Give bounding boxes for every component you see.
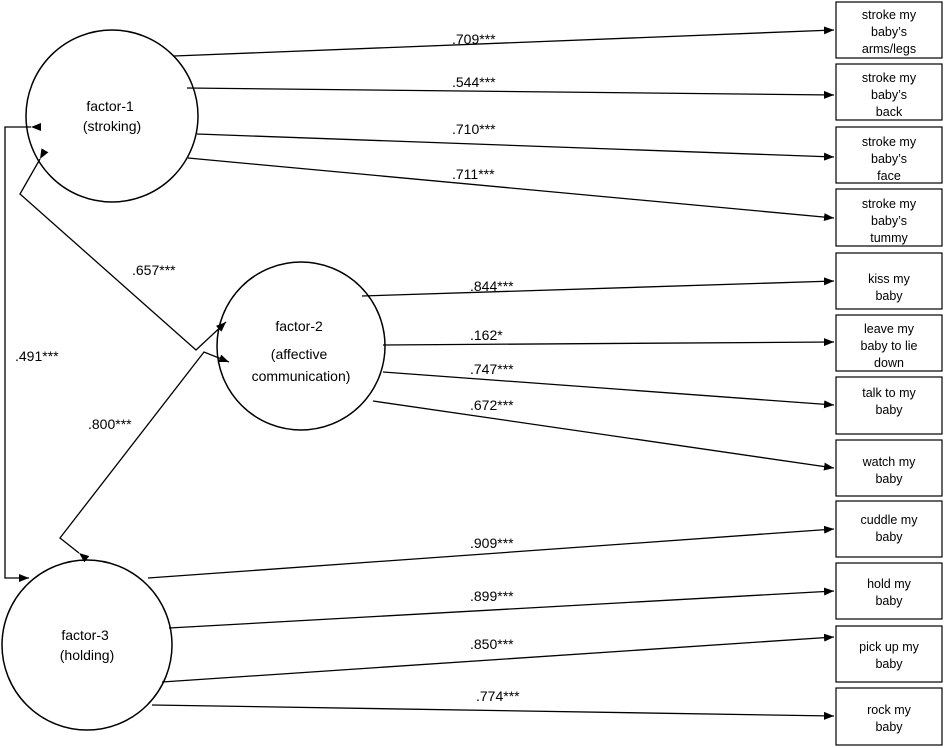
loading-label-6: .162* — [470, 327, 503, 343]
factor-1-label: factor-1 (stroking) — [83, 98, 141, 134]
loading-arrow-9 — [147, 525, 835, 579]
factor-3-label: factor-3 (holding) — [60, 627, 114, 663]
loading-arrow-10 — [168, 587, 835, 629]
loading-label-8: .672*** — [470, 397, 514, 413]
correlation-label-f1-f2: .657*** — [132, 262, 176, 278]
loading-arrow-11 — [161, 633, 835, 683]
loading-label-1: .709*** — [452, 31, 496, 47]
loading-arrow-3 — [196, 133, 835, 161]
loading-label-10: .899*** — [470, 588, 514, 604]
loading-arrow-6 — [382, 338, 835, 347]
correlation-label-f2-f3: .800*** — [88, 416, 132, 432]
loading-label-3: .710*** — [452, 121, 496, 137]
factor-2-circle — [216, 261, 386, 431]
loading-label-9: .909*** — [470, 535, 514, 551]
factor-1-circle — [25, 29, 199, 203]
loading-arrow-4 — [187, 157, 835, 222]
loading-arrow-2 — [186, 87, 835, 99]
correlation-path-f2-f3 — [59, 351, 230, 563]
loading-label-11: .850*** — [470, 636, 514, 652]
loading-label-7: .747*** — [470, 361, 514, 377]
loading-arrow-8 — [372, 400, 835, 471]
loading-arrow-7 — [382, 371, 835, 409]
loading-label-12: .774*** — [476, 688, 520, 704]
factor-2-label: factor-2 (affective communication) — [252, 318, 351, 384]
loading-label-5: .844*** — [470, 278, 514, 294]
loading-label-4: .711*** — [452, 166, 495, 182]
correlation-path-f1-f3 — [4, 123, 41, 582]
factor-3-circle — [1, 559, 173, 731]
loading-arrow-5 — [361, 277, 835, 297]
loading-arrow-1 — [173, 26, 835, 57]
correlation-label-f1-f3: .491*** — [15, 348, 59, 364]
loading-arrow-12 — [151, 704, 835, 720]
loading-label-2: .544*** — [452, 74, 496, 90]
